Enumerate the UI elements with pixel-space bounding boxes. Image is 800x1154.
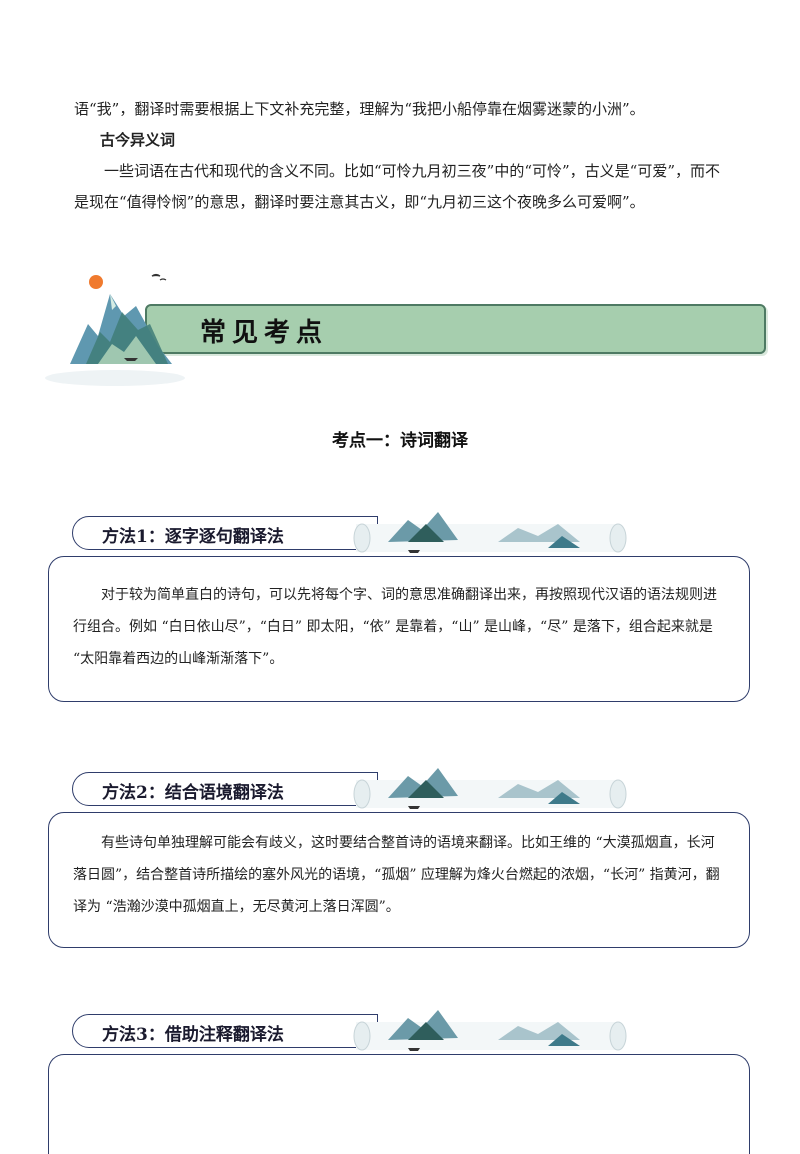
method-card-1: 方法1：逐字逐句翻译法 对于较为简单直白的诗句，可以先将每个字、词的意思准确翻译… [48, 512, 752, 702]
scroll-landscape-icon [353, 1010, 627, 1051]
intro-section: 语“我”，翻译时需要根据上下文补充完整，理解为“我把小船停靠在烟雾迷蒙的小洲”。… [74, 94, 734, 218]
section-title: 考点一：诗词翻译 [332, 431, 468, 451]
mountain-landscape-icon [45, 273, 185, 386]
method-text [49, 1055, 749, 1077]
intro-line: 语“我”，翻译时需要根据上下文补充完整，理解为“我把小船停靠在烟雾迷蒙的小洲”。 [74, 100, 645, 118]
subhead-gujin: 古今异义词 [100, 131, 176, 149]
method-tab [72, 772, 378, 806]
method-label: 方法2：结合语境翻译法 [102, 783, 284, 803]
method-label: 方法1：逐字逐句翻译法 [102, 527, 284, 547]
method-card-3: 方法3：借助注释翻译法 [48, 1010, 752, 1154]
method-box: 对于较为简单直白的诗句，可以先将每个字、词的意思准确翻译出来，再按照现代汉语的语… [48, 556, 750, 702]
scroll-landscape-icon [353, 512, 627, 553]
method-box: 有些诗句单独理解可能会有歧义，这时要结合整首诗的语境来翻译。比如王维的 “大漠孤… [48, 812, 750, 948]
banner-title: 常见考点 [200, 318, 329, 348]
intro-paragraph: 一些词语在古代和现代的含义不同。比如“可怜九月初三夜”中的“可怜”，古义是“可爱… [74, 162, 721, 211]
scroll-landscape-icon [353, 768, 627, 809]
section-banner: 常见考点 [40, 266, 770, 386]
method-label: 方法3：借助注释翻译法 [102, 1025, 284, 1045]
method-tab [72, 516, 378, 550]
method-box [48, 1054, 750, 1154]
banner-bar [145, 304, 766, 354]
method-card-2: 方法2：结合语境翻译法 有些诗句单独理解可能会有歧义，这时要结合整首诗的语境来翻… [48, 768, 752, 948]
method-text: 有些诗句单独理解可能会有歧义，这时要结合整首诗的语境来翻译。比如王维的 “大漠孤… [73, 835, 720, 915]
method-tab [72, 1014, 378, 1048]
method-text: 对于较为简单直白的诗句，可以先将每个字、词的意思准确翻译出来，再按照现代汉语的语… [73, 587, 717, 667]
